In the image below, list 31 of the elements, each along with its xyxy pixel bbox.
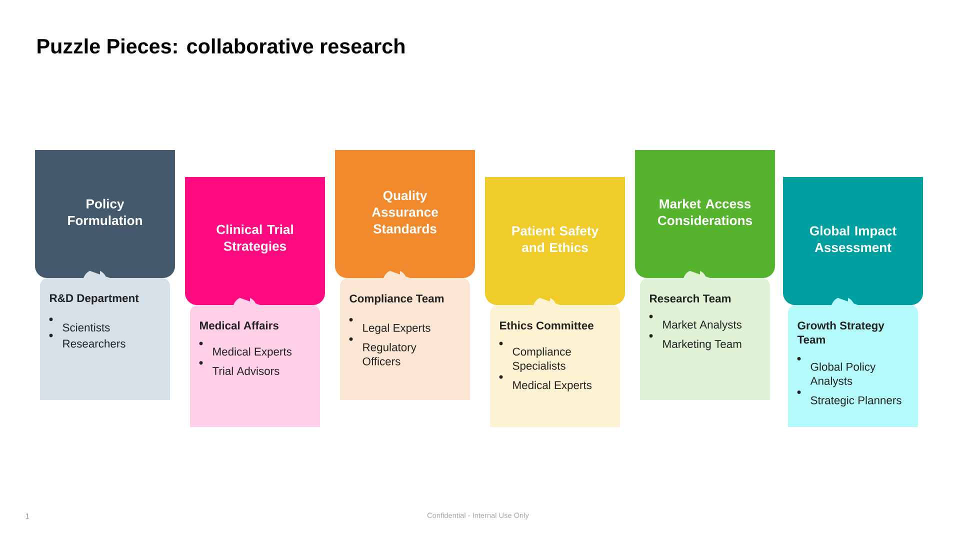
puzzle-piece: Quality Assurance Standards [335, 150, 475, 278]
bullet-item: Global Policy Analysts [797, 356, 876, 388]
bullet-item: Compliance Specialists [499, 342, 571, 372]
team-heading: Compliance Team [350, 294, 444, 305]
puzzle-piece [490, 298, 620, 427]
team-heading: Research Team [650, 294, 731, 302]
bullet-item: Trial Advisors [199, 361, 280, 375]
bullet-item: Scientists [49, 318, 110, 332]
team-heading: Growth Strategy Team [797, 321, 884, 344]
puzzle-piece: Global Impact Assessment [783, 177, 923, 305]
team-heading: R&D Department [50, 294, 139, 304]
puzzle-piece [340, 270, 470, 400]
puzzle-piece: Market Access Considerations [635, 150, 775, 278]
puzzle-piece [40, 270, 170, 400]
bullet-item: Strategic Planners [797, 390, 902, 406]
puzzle-piece: Clinical Trial Strategies [185, 177, 325, 305]
team-heading: Ethics Committee [500, 321, 594, 330]
bullet-item: Marketing Team [649, 334, 742, 350]
bullet-item: Medical Experts [499, 375, 592, 392]
bullet-item: Researchers [49, 334, 126, 348]
team-heading: Medical Affairs [200, 321, 278, 330]
puzzle-piece [640, 270, 770, 400]
title: Puzzle Pieces: collaborative research [38, 38, 404, 54]
bullet-item: Regulatory Officers [349, 337, 416, 366]
puzzle-piece [788, 298, 918, 427]
bullet-item: Medical Experts [199, 342, 292, 358]
bullet-item: Legal Experts [349, 318, 430, 334]
bullet-item: Market Analysts [649, 314, 742, 331]
puzzle-piece: Patient Safety and Ethics [485, 177, 625, 305]
puzzle-piece: Policy Formulation [35, 150, 175, 278]
puzzle-piece [190, 298, 320, 427]
